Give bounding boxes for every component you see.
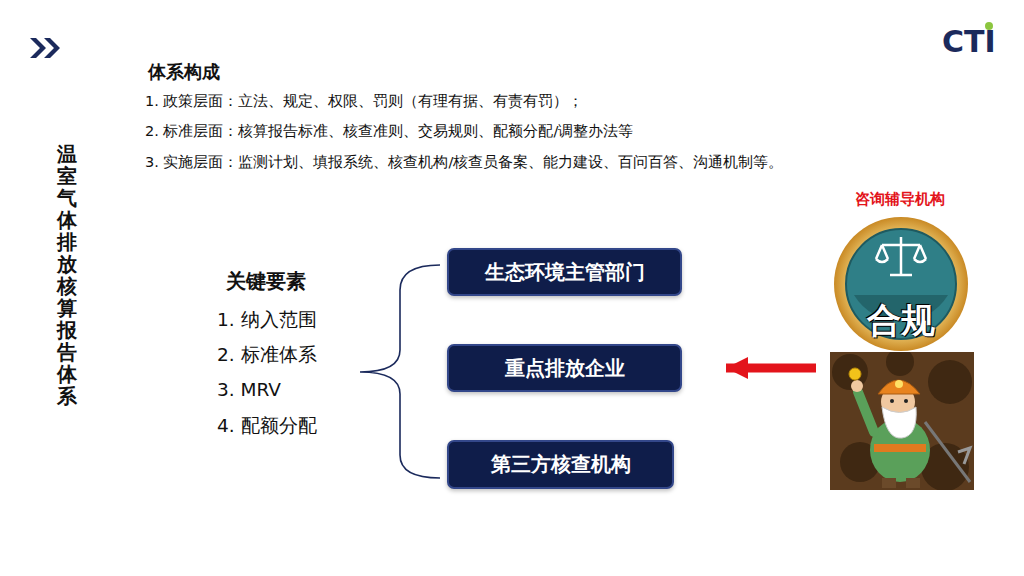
section-heading: 体系构成 [148,61,220,83]
panel-heading: 咨询辅导机构 [802,190,998,209]
key-item: 2. 标准体系 [217,344,317,366]
badge-text: 合规 [832,298,970,344]
consultancy-panel: 咨询辅导机构合规 [802,190,998,492]
box-label: 第三方核查机构 [491,451,631,478]
box-label: 生态环境主管部门 [485,259,645,286]
entity-box: 第三方核查机构 [447,440,674,489]
arrow-connector [726,364,816,373]
key-item: 4. 配额分配 [217,415,317,437]
key-heading: 关键要素 [226,269,306,293]
key-item: 3. MRV [217,379,281,401]
miner-illustration [830,352,974,490]
body-line: 1. 政策层面：立法、规定、权限、罚则（有理有据、有责有罚）； [145,93,583,110]
chevron-icon [30,38,60,58]
curly-bracket [360,265,440,478]
body-line: 2. 标准层面：核算报告标准、核查准则、交易规则、配额分配/调整办法等 [145,123,633,140]
scales-icon [876,237,926,275]
entity-box: 生态环境主管部门 [447,248,682,296]
box-label: 重点排放企业 [505,355,625,382]
body-line: 3. 实施层面：监测计划、填报系统、核查机构/核查员备案、能力建设、百问百答、沟… [145,154,783,171]
entity-box: 重点排放企业 [447,344,682,392]
logo-text: CTI [942,24,996,60]
vertical-title: 温室气体排放核算报告体系 [57,143,77,407]
key-item: 1. 纳入范围 [217,309,317,331]
